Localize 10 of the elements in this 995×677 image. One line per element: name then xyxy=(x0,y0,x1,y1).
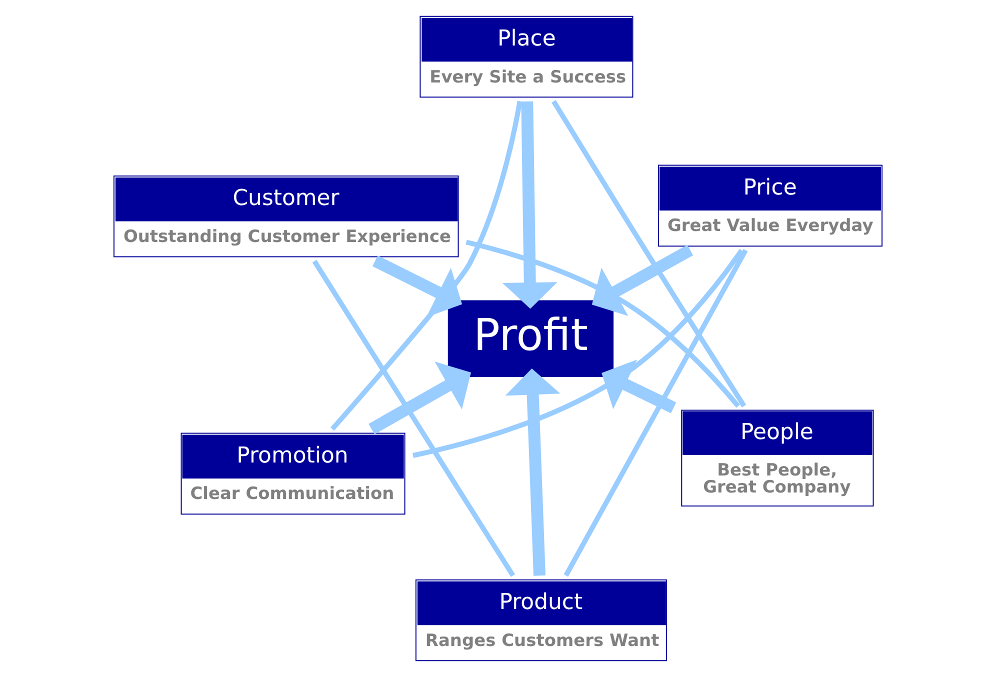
connector xyxy=(465,240,740,408)
connector xyxy=(330,100,522,431)
connector xyxy=(412,248,744,458)
connector xyxy=(551,100,746,408)
connector xyxy=(563,249,748,577)
connector xyxy=(312,260,515,577)
arrow xyxy=(372,255,462,318)
arrow xyxy=(502,101,557,309)
arrow xyxy=(601,360,676,414)
node-box: Profit xyxy=(447,300,614,378)
